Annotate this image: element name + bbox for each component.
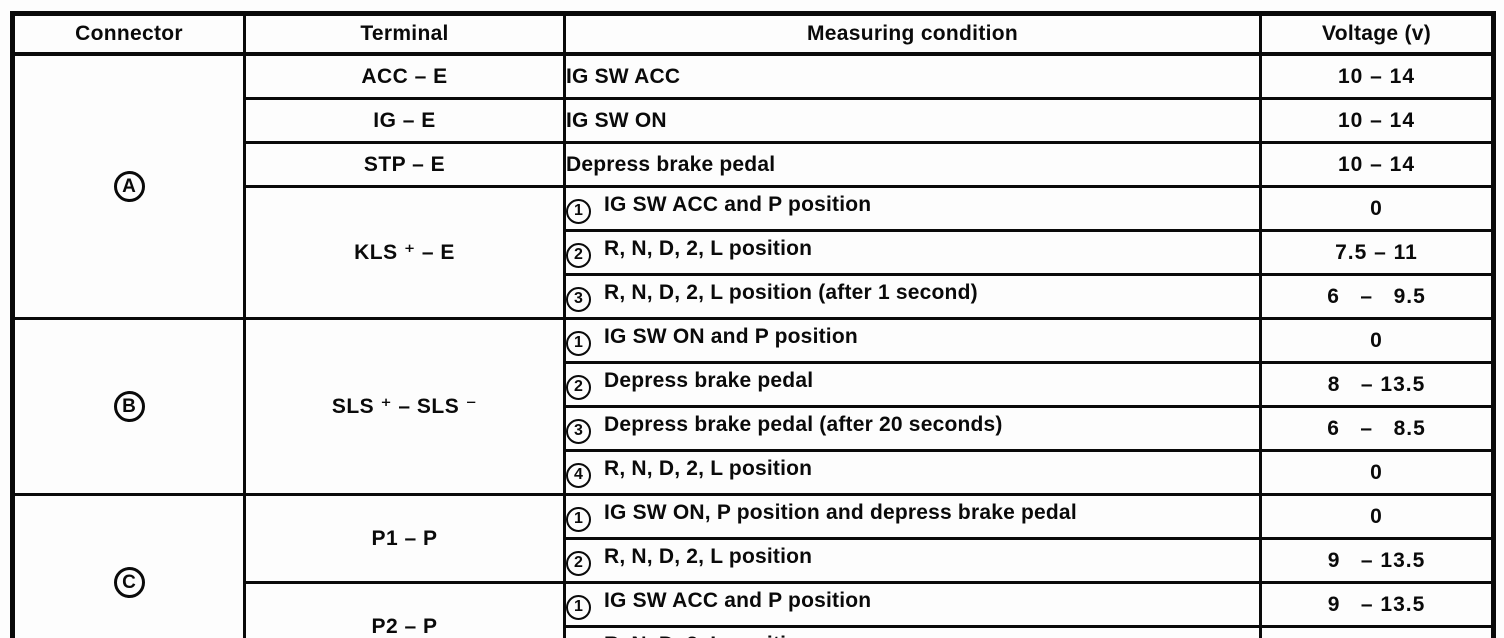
voltage-cell: 8 – 13.5 xyxy=(1259,361,1495,408)
condition-text: IG SW ON xyxy=(566,108,667,132)
voltage-cell: 6 – 9.5 xyxy=(1259,273,1495,320)
voltage-spec-table: Connector Terminal Measuring condition V… xyxy=(10,11,1496,638)
condition-cell: 1 IG SW ACC and P position xyxy=(563,185,1262,232)
header-terminal: Terminal xyxy=(243,12,566,56)
voltage-cell: 0 xyxy=(1259,185,1495,232)
condition-cell: Depress brake pedal xyxy=(563,141,1262,188)
terminal-cell: STP – E xyxy=(243,141,566,188)
table-row: IG – E IG SW ON 10 – 14 xyxy=(13,97,1495,144)
circled-number: 2 xyxy=(567,242,591,268)
condition-text: R, N, D, 2, L position xyxy=(604,237,813,261)
condition-text: R, N, D, 2, L position xyxy=(604,457,813,481)
voltage-cell: 0 xyxy=(1259,493,1495,540)
table-row: 4 R, N, D, 2, L position 0 xyxy=(13,449,1495,496)
table-row: 2 R, N, D, 2, L position 7.5 – 11 xyxy=(13,229,1495,276)
terminal-cell: P2 – P xyxy=(243,581,566,638)
voltage-cell: 6 – 8.5 xyxy=(1259,405,1495,452)
condition-cell: 1 IG SW ON, P position and depress brake … xyxy=(563,493,1262,540)
voltage-cell: 0 xyxy=(1259,449,1495,496)
condition-cell: 2 R, N, D, 2, L position xyxy=(563,229,1262,276)
voltage-cell: 0 xyxy=(1259,625,1495,638)
condition-text: Depress brake pedal xyxy=(566,152,776,176)
condition-cell: 2 R, N, D, 2, L position xyxy=(563,537,1262,584)
terminal-cell: ACC – E xyxy=(243,52,566,100)
condition-cell: 1 IG SW ACC and P position xyxy=(563,581,1262,628)
terminal-cell: KLS ⁺ – E xyxy=(243,185,566,320)
header-voltage: Voltage (v) xyxy=(1259,12,1495,56)
table-row: STP – E Depress brake pedal 10 – 14 xyxy=(13,141,1495,188)
condition-text: IG SW ON, P position and depress brake p… xyxy=(604,501,1077,525)
voltage-cell: 9 – 13.5 xyxy=(1259,581,1495,628)
table-row: C P1 – P 1 IG SW ON, P position and depre… xyxy=(11,493,1495,638)
circled-number: 2 xyxy=(567,550,591,576)
circled-number: 4 xyxy=(567,462,591,488)
circled-number: 1 xyxy=(567,506,591,532)
terminal-cell: SLS ⁺ – SLS ⁻ xyxy=(243,317,566,496)
voltage-cell: 10 – 14 xyxy=(1259,52,1495,100)
voltage-cell: 9 – 13.5 xyxy=(1259,537,1495,584)
table-row: 2 R, N, D, 2, L position 9 – 13.5 xyxy=(13,537,1495,584)
circled-number: 1 xyxy=(567,594,591,620)
connector-cell-b: B xyxy=(11,317,246,496)
circled-number: 1 xyxy=(567,198,591,224)
condition-text: Depress brake pedal xyxy=(604,369,814,393)
header-connector: Connector xyxy=(11,12,246,56)
terminal-cell: IG – E xyxy=(243,97,566,144)
voltage-cell: 10 – 14 xyxy=(1259,141,1495,188)
table-row: 2R, N, D, 2, L position 0 xyxy=(13,625,1495,638)
voltage-cell: 10 – 14 xyxy=(1259,97,1495,144)
connector-cell-c: C xyxy=(11,493,246,638)
circled-letter-c: C xyxy=(113,567,145,598)
circled-number: 1 xyxy=(567,330,591,356)
condition-text: R, N, D, 2, L position (after 1 second) xyxy=(604,281,978,305)
condition-text: R, N, D, 2, L position xyxy=(604,633,812,638)
condition-text: Depress brake pedal (after 20 seconds) xyxy=(604,413,1003,437)
header-row: Connector Terminal Measuring condition V… xyxy=(11,12,1495,56)
circled-number: 3 xyxy=(567,418,591,444)
table-row: 2 Depress brake pedal 8 – 13.5 xyxy=(13,361,1495,408)
condition-text: IG SW ACC xyxy=(566,64,681,88)
condition-cell: 4 R, N, D, 2, L position xyxy=(563,449,1262,496)
condition-cell: IG SW ON xyxy=(563,97,1262,144)
table-row: A ACC – E IG SW ACC 10 – 14 xyxy=(11,52,1495,320)
circled-number: 3 xyxy=(567,286,591,312)
condition-cell: 3 R, N, D, 2, L position (after 1 second) xyxy=(563,273,1262,320)
connector-cell-a: A xyxy=(11,52,246,320)
condition-cell: 3 Depress brake pedal (after 20 seconds) xyxy=(563,405,1262,452)
condition-text: R, N, D, 2, L position xyxy=(604,545,813,569)
circled-number: 2 xyxy=(567,374,591,400)
header-measuring-condition: Measuring condition xyxy=(563,12,1262,56)
condition-cell: 1 IG SW ON and P position xyxy=(563,317,1262,364)
voltage-cell: 7.5 – 11 xyxy=(1259,229,1495,276)
condition-cell: 2R, N, D, 2, L position xyxy=(563,625,1262,638)
table-row: KLS ⁺ – E 1 IG SW ACC and P position 0 xyxy=(13,185,1495,320)
voltage-cell: 0 xyxy=(1259,317,1495,364)
condition-text: IG SW ON and P position xyxy=(604,325,858,349)
condition-text: IG SW ACC and P position xyxy=(604,589,872,613)
terminal-cell: P1 – P xyxy=(243,493,566,584)
table-row: P2 – P 1 IG SW ACC and P position 9 – 13.… xyxy=(13,581,1495,638)
table-row: B SLS ⁺ – SLS ⁻ 1 IG SW ON and P position… xyxy=(11,317,1495,496)
condition-cell: IG SW ACC xyxy=(563,52,1262,100)
condition-cell: 2 Depress brake pedal xyxy=(563,361,1262,408)
circled-letter-a: A xyxy=(113,171,145,202)
condition-text: IG SW ACC and P position xyxy=(604,193,872,217)
circled-letter-b: B xyxy=(113,391,145,422)
table-row: 3 R, N, D, 2, L position (after 1 second)… xyxy=(13,273,1495,320)
